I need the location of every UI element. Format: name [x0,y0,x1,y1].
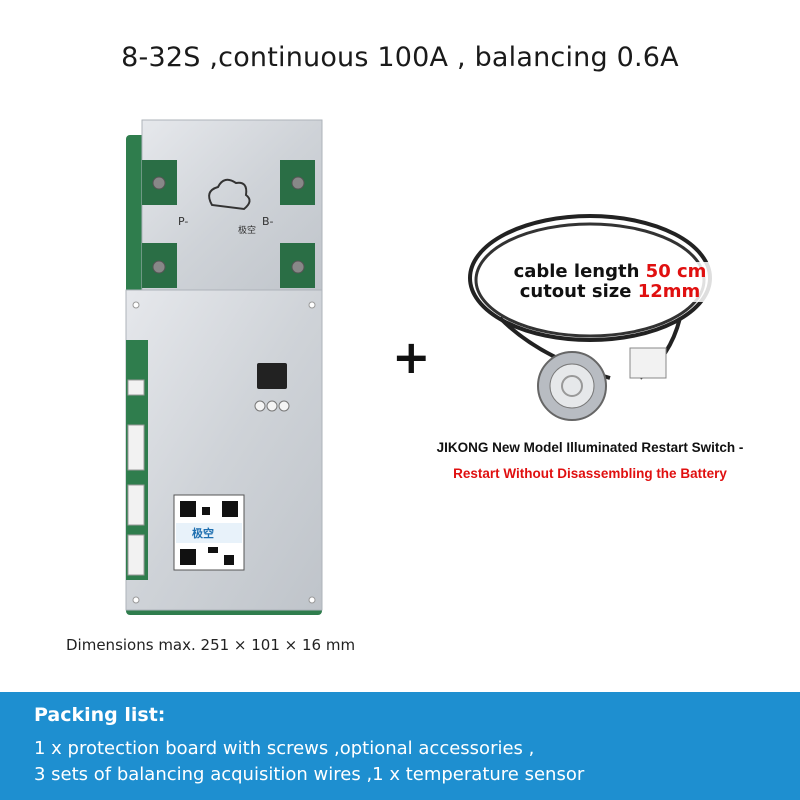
cable-spec-box: cable length 50 cm cutout size 12mm [500,262,720,302]
power-icon [561,375,583,397]
cloud-logo-icon [208,178,251,211]
board-logo-text: 极空 [238,224,256,236]
switch-title: JIKONG New Model Illuminated Restart Swi… [436,440,744,455]
qr-logo-band [176,523,242,543]
plus-sign: + [392,330,431,384]
page-title: 8-32S ,continuous 100A , balancing 0.6A [121,42,679,73]
terminal-screw [152,260,166,274]
connector [127,379,145,396]
packing-list-heading: Packing list: [34,704,166,726]
board-label-b: B- [262,215,274,228]
display-window [257,363,287,389]
button-dot [278,400,290,412]
terminal-screw [152,176,166,190]
connector [127,534,145,576]
board-label-p: P- [178,215,188,228]
cable-connector [629,347,667,379]
connector [127,484,145,526]
packing-list-line: 3 sets of balancing acquisition wires ,1… [34,764,585,785]
cutout-size-line: cutout size 12mm [519,281,701,302]
switch-subtitle: Restart Without Disassembling the Batter… [453,466,727,481]
switch-button [549,363,595,409]
restart-switch-image [440,208,760,438]
bms-board-drawing: P- B- 极空 极空 [125,119,323,615]
bms-board-image: P- B- 极空 极空 [112,115,337,625]
terminal-screw [291,176,305,190]
qr-logo-text: 极空 [192,526,214,540]
packing-list-line: 1 x protection board with screws ,option… [34,738,535,759]
button-dot [266,400,278,412]
cable-drawing [468,214,712,421]
dimensions-caption: Dimensions max. 251 × 101 × 16 mm [66,636,356,654]
connector [127,424,145,471]
cable-length-line: cable length 50 cm [513,261,707,282]
packing-list-banner: Packing list: 1 x protection board with … [0,692,800,800]
terminal-screw [291,260,305,274]
button-dot [254,400,266,412]
